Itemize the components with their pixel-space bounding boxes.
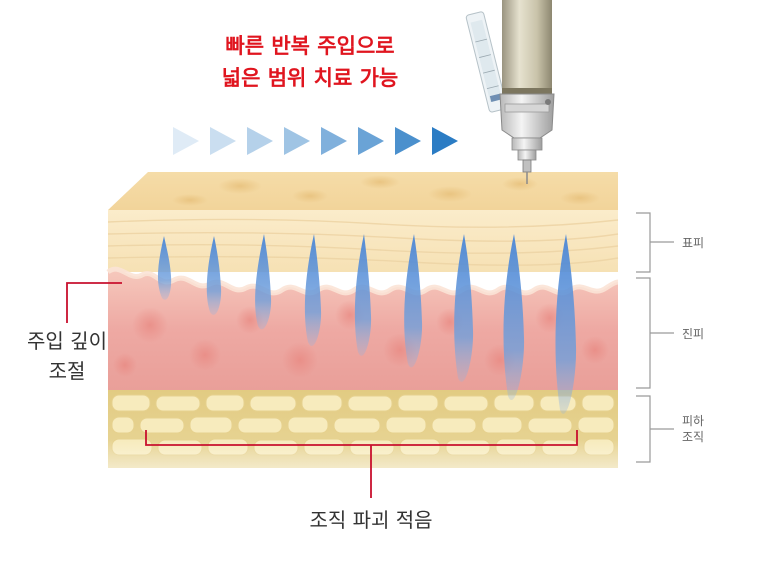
injection-device (465, 0, 555, 184)
layer-brackets (636, 212, 674, 463)
bracket-subcutaneous (636, 395, 651, 463)
label-subcutaneous-line-2: 조직 (682, 430, 705, 444)
arrow-icon (321, 127, 347, 155)
arrow-icon (173, 127, 199, 155)
minimal-damage-callout: 조직 파괴 적음 (309, 508, 433, 532)
depth-callout-line-1: 주입 깊이 (27, 329, 107, 353)
label-subcutaneous: 피하 조직 (682, 413, 704, 445)
injection-spikes (157, 234, 577, 414)
leader-lines (66, 282, 578, 498)
depth-callout-line-2: 조절 (48, 359, 86, 383)
injection-spike (304, 234, 322, 346)
bracket-epidermis (636, 212, 651, 273)
arrow-icon (395, 127, 421, 155)
injection-spike (503, 234, 525, 401)
injection-spike (255, 234, 272, 330)
label-subcutaneous-line-1: 피하 (682, 414, 705, 428)
arrow-icon (432, 127, 458, 155)
label-dermis: 진피 (682, 327, 705, 341)
bracket-dermis (636, 277, 651, 389)
label-epidermis: 표피 (682, 236, 705, 250)
injection-spike (454, 234, 474, 382)
epidermis-top (108, 172, 618, 210)
injection-spike (157, 236, 172, 300)
headline-line-1: 빠른 반복 주입으로 (225, 34, 395, 58)
direction-arrows (173, 127, 458, 155)
injection-spike (206, 236, 222, 315)
depth-callout: 주입 깊이 조절 (2, 326, 132, 386)
depth-leader (66, 282, 122, 323)
syringe-cartridge (465, 11, 508, 113)
bottom-fade (108, 440, 618, 500)
arrow-icon (358, 127, 384, 155)
dermis-spots (113, 300, 609, 378)
arrow-icon (210, 127, 236, 155)
headline: 빠른 반복 주입으로 넓은 범위 치료 가능 (180, 30, 440, 94)
arrow-icon (284, 127, 310, 155)
injection-spike (555, 234, 577, 414)
injection-spike (404, 234, 423, 368)
arrow-icon (247, 127, 273, 155)
tissue-bracket (145, 430, 578, 446)
headline-line-2: 넓은 범위 치료 가능 (221, 66, 399, 90)
injection-spike (354, 234, 372, 356)
